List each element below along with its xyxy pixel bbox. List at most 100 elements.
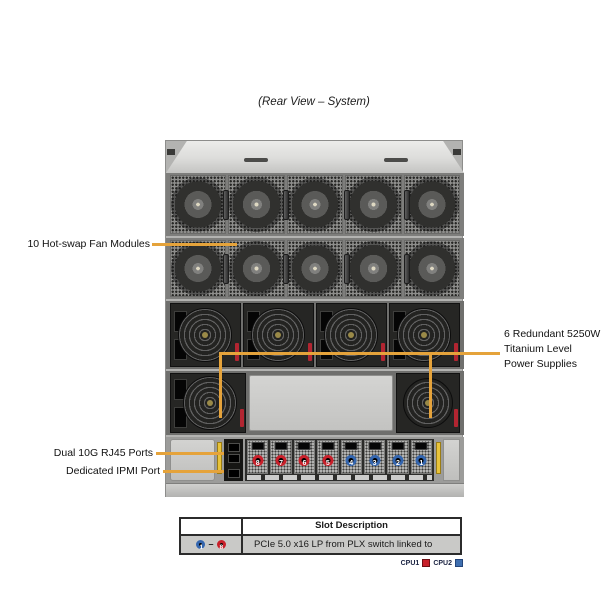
fan-module: [345, 240, 402, 297]
pcie-slot: 2: [387, 440, 409, 474]
ipmi-callout-label: Dedicated IPMI Port: [66, 465, 160, 477]
rj45-callout-line: [156, 452, 224, 455]
slot-connector: [297, 442, 311, 450]
table-header-slot-description: Slot Description: [241, 519, 460, 534]
pcie-slot: 4: [340, 440, 362, 474]
fan-handle: [223, 253, 230, 284]
fans-callout-label: 10 Hot-swap Fan Modules: [27, 238, 150, 250]
fans-callout-line: [152, 243, 237, 246]
cpu2-legend-label: CPU2: [433, 559, 452, 567]
slot-connector: [274, 442, 288, 450]
fan-handle: [283, 189, 290, 220]
pcie-slot: 3: [363, 440, 386, 474]
table-slot-description-cell: PCIe 5.0 x16 LP from PLX switch linked t…: [241, 534, 460, 553]
rj45-callout-label: Dual 10G RJ45 Ports: [53, 447, 153, 459]
chassis-bottom-rail: [166, 483, 464, 497]
psu-callout-label-line2: Titanium Level: [504, 343, 572, 355]
cpu2-color-swatch: [455, 559, 463, 567]
fan-handle: [343, 189, 350, 220]
chassis-top-panel: [166, 141, 464, 173]
psu-callout-line-right: [429, 352, 432, 418]
psu-callout-line-left: [219, 352, 222, 418]
fan-row-1: [166, 173, 464, 236]
fan-row-2: [166, 238, 464, 299]
slot-connector: [321, 442, 335, 450]
top-vent: [384, 158, 408, 162]
io-panel: 8 7 6 5 4: [166, 437, 464, 483]
slot-connector: [414, 442, 428, 450]
slot-connector: [368, 442, 382, 450]
table-slot-range-cell: 1 – 8: [181, 534, 241, 553]
slot-range-dash: –: [208, 539, 214, 549]
psu-row-top: [166, 301, 464, 369]
fan-handle: [223, 189, 230, 220]
slot-number-badge: 3: [369, 455, 381, 467]
pcie-slot: 8: [247, 440, 269, 474]
cpu1-color-swatch: [422, 559, 431, 567]
psu-callout-label-line1: 6 Redundant 5250W: [504, 328, 601, 340]
rack-ear: [167, 149, 175, 155]
rj45-port-1: [227, 443, 240, 452]
fan-handle: [283, 253, 290, 284]
power-supply: [170, 373, 246, 433]
slot-number-badge: 8: [252, 455, 264, 467]
fan-module: [345, 175, 402, 234]
fan-module: [286, 175, 344, 234]
cpu1-legend-label: CPU1: [400, 559, 420, 567]
slot-number-badge: 7: [275, 455, 287, 467]
power-supply: [396, 373, 460, 433]
slot-description-table: Slot Description 1 – 8 PCIe 5.0 x16 LP f…: [179, 517, 462, 555]
rj45-port-2: [227, 454, 240, 463]
fan-handle: [403, 253, 410, 284]
slot-range-end-badge: 8: [216, 540, 226, 551]
blank-filler-plate: [249, 375, 393, 431]
network-port-column: [224, 439, 243, 481]
psu-fan: [183, 376, 237, 430]
pcie-slot: 5: [317, 440, 339, 474]
fan-handle: [403, 189, 410, 220]
table-header-empty: [181, 519, 241, 534]
fan-module: [170, 175, 227, 234]
psu-latch: [240, 409, 244, 427]
pcie-slot: 6: [293, 440, 316, 474]
slot-number-badge: 5: [322, 455, 334, 467]
power-supply: [170, 303, 241, 367]
pcie-slot: 1: [410, 440, 432, 474]
psu-callout-label-line3: Power Supplies: [504, 358, 577, 370]
slot-number-badge: 6: [298, 455, 310, 467]
psu-row-bottom: [166, 371, 464, 435]
slot-connector: [344, 442, 358, 450]
power-supply: [389, 303, 460, 367]
slot-connector: [391, 442, 405, 450]
fan-module: [170, 240, 227, 297]
slot-connector: [251, 442, 265, 450]
fan-module: [286, 240, 344, 297]
pcie-slot: 7: [270, 440, 292, 474]
slot-number-badge: 4: [345, 455, 357, 467]
fan-module: [403, 240, 461, 297]
rack-ear: [453, 149, 461, 155]
psu-callout-line-horizontal: [219, 352, 500, 355]
power-supply: [243, 303, 314, 367]
fan-module: [403, 175, 461, 234]
blank-panel: [170, 439, 215, 481]
warning-sticker: [217, 442, 222, 474]
blank-panel: [443, 439, 460, 481]
psu-latch: [454, 409, 458, 427]
slot-number-badge: 2: [392, 455, 404, 467]
slot-cover-strip: [247, 475, 432, 480]
slot-range-start-badge: 1: [196, 540, 206, 551]
figure-title: (Rear View – System): [258, 96, 370, 108]
psu-callout-label: 6 Redundant 5250W Titanium Level Power S…: [504, 327, 606, 372]
warning-sticker: [436, 442, 441, 474]
power-supply: [316, 303, 387, 367]
ipmi-callout-line: [163, 470, 224, 473]
cpu-legend: CPU1 CPU2: [393, 559, 463, 567]
fan-module: [228, 175, 285, 234]
fan-handle: [343, 253, 350, 284]
top-vent: [244, 158, 268, 162]
fan-module: [228, 240, 285, 297]
pcie-slot-area: 8 7 6 5 4: [245, 439, 434, 481]
psu-fan: [403, 378, 453, 428]
